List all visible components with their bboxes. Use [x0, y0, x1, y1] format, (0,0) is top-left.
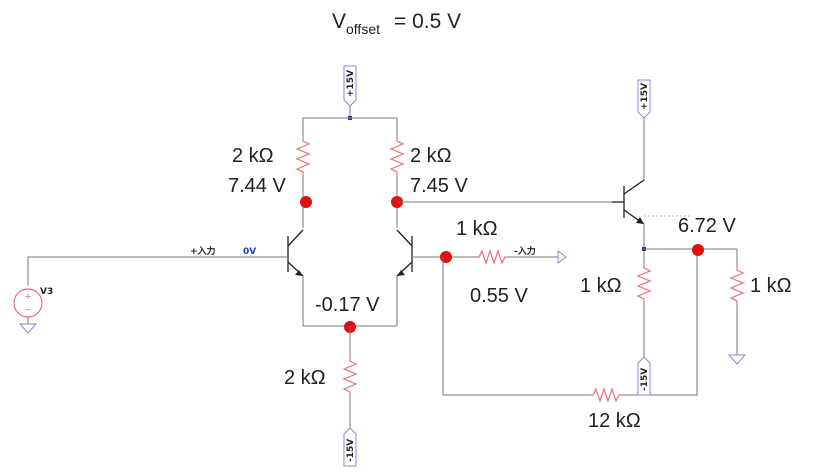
probe-base-node: [440, 251, 452, 263]
voltage-left-collector: 7.44 V: [228, 175, 286, 197]
probe-output: [692, 244, 704, 256]
resistor-series: [476, 249, 508, 265]
wire: [622, 250, 698, 396]
resistor-right-collector-label: 2 kΩ: [410, 145, 452, 167]
wire: [442, 257, 590, 396]
resistor-emitter-label: 1 kΩ: [580, 275, 622, 297]
wire: [27, 256, 288, 286]
resistor-load-label: 1 kΩ: [750, 275, 792, 297]
title-v: V: [332, 10, 346, 33]
svg-text:+: +: [25, 291, 31, 303]
transistor-right: [396, 229, 413, 277]
resistor-feedback-label: 12 kΩ: [588, 410, 641, 432]
svg-text:-15V: -15V: [640, 368, 650, 391]
port-in-minus: [557, 250, 567, 264]
source-label: V3: [40, 287, 53, 297]
net-label-in-plus: +入力: [190, 245, 216, 257]
voltage-output: 6.72 V: [678, 215, 736, 237]
svg-text:+15V: +15V: [346, 70, 356, 97]
voltage-base-node: 0.55 V: [470, 285, 528, 307]
neg-rail-flag-right: -15V: [637, 356, 651, 396]
net-label-in-minus: -入力: [514, 245, 536, 257]
net-label-zero-v: 0V: [243, 247, 256, 257]
resistor-emitter: [636, 264, 652, 303]
transistor-left: [287, 229, 304, 277]
neg-rail-flag-bottom: -15V: [343, 427, 357, 467]
transistor-output: [612, 179, 645, 225]
resistor-feedback: [590, 387, 622, 403]
svg-text:−: −: [25, 304, 31, 316]
resistor-tail: [342, 357, 358, 396]
title-equation: = 0.5 V: [394, 10, 461, 33]
pos-rail-flag-right: +15V: [637, 79, 651, 119]
probe-left-collector: [300, 196, 312, 208]
resistor-left-collector-label: 2 kΩ: [232, 145, 274, 167]
svg-text:+15V: +15V: [640, 83, 650, 110]
voltage-right-collector: 7.45 V: [410, 175, 468, 197]
voltage-tail: -0.17 V: [315, 294, 380, 316]
svg-text:-15V: -15V: [346, 439, 356, 462]
resistor-series-label: 1 kΩ: [456, 218, 498, 240]
wire: [302, 117, 398, 137]
voltage-source-v3: + −: [13, 288, 43, 334]
resistor-right-collector: [389, 137, 405, 175]
title-subscript: offset: [346, 21, 380, 37]
ground-load: [727, 354, 747, 365]
resistor-tail-label: 2 kΩ: [284, 367, 326, 389]
pos-rail-flag-center: +15V: [343, 65, 357, 107]
resistor-load: [729, 266, 745, 305]
resistor-left-collector: [295, 137, 311, 175]
